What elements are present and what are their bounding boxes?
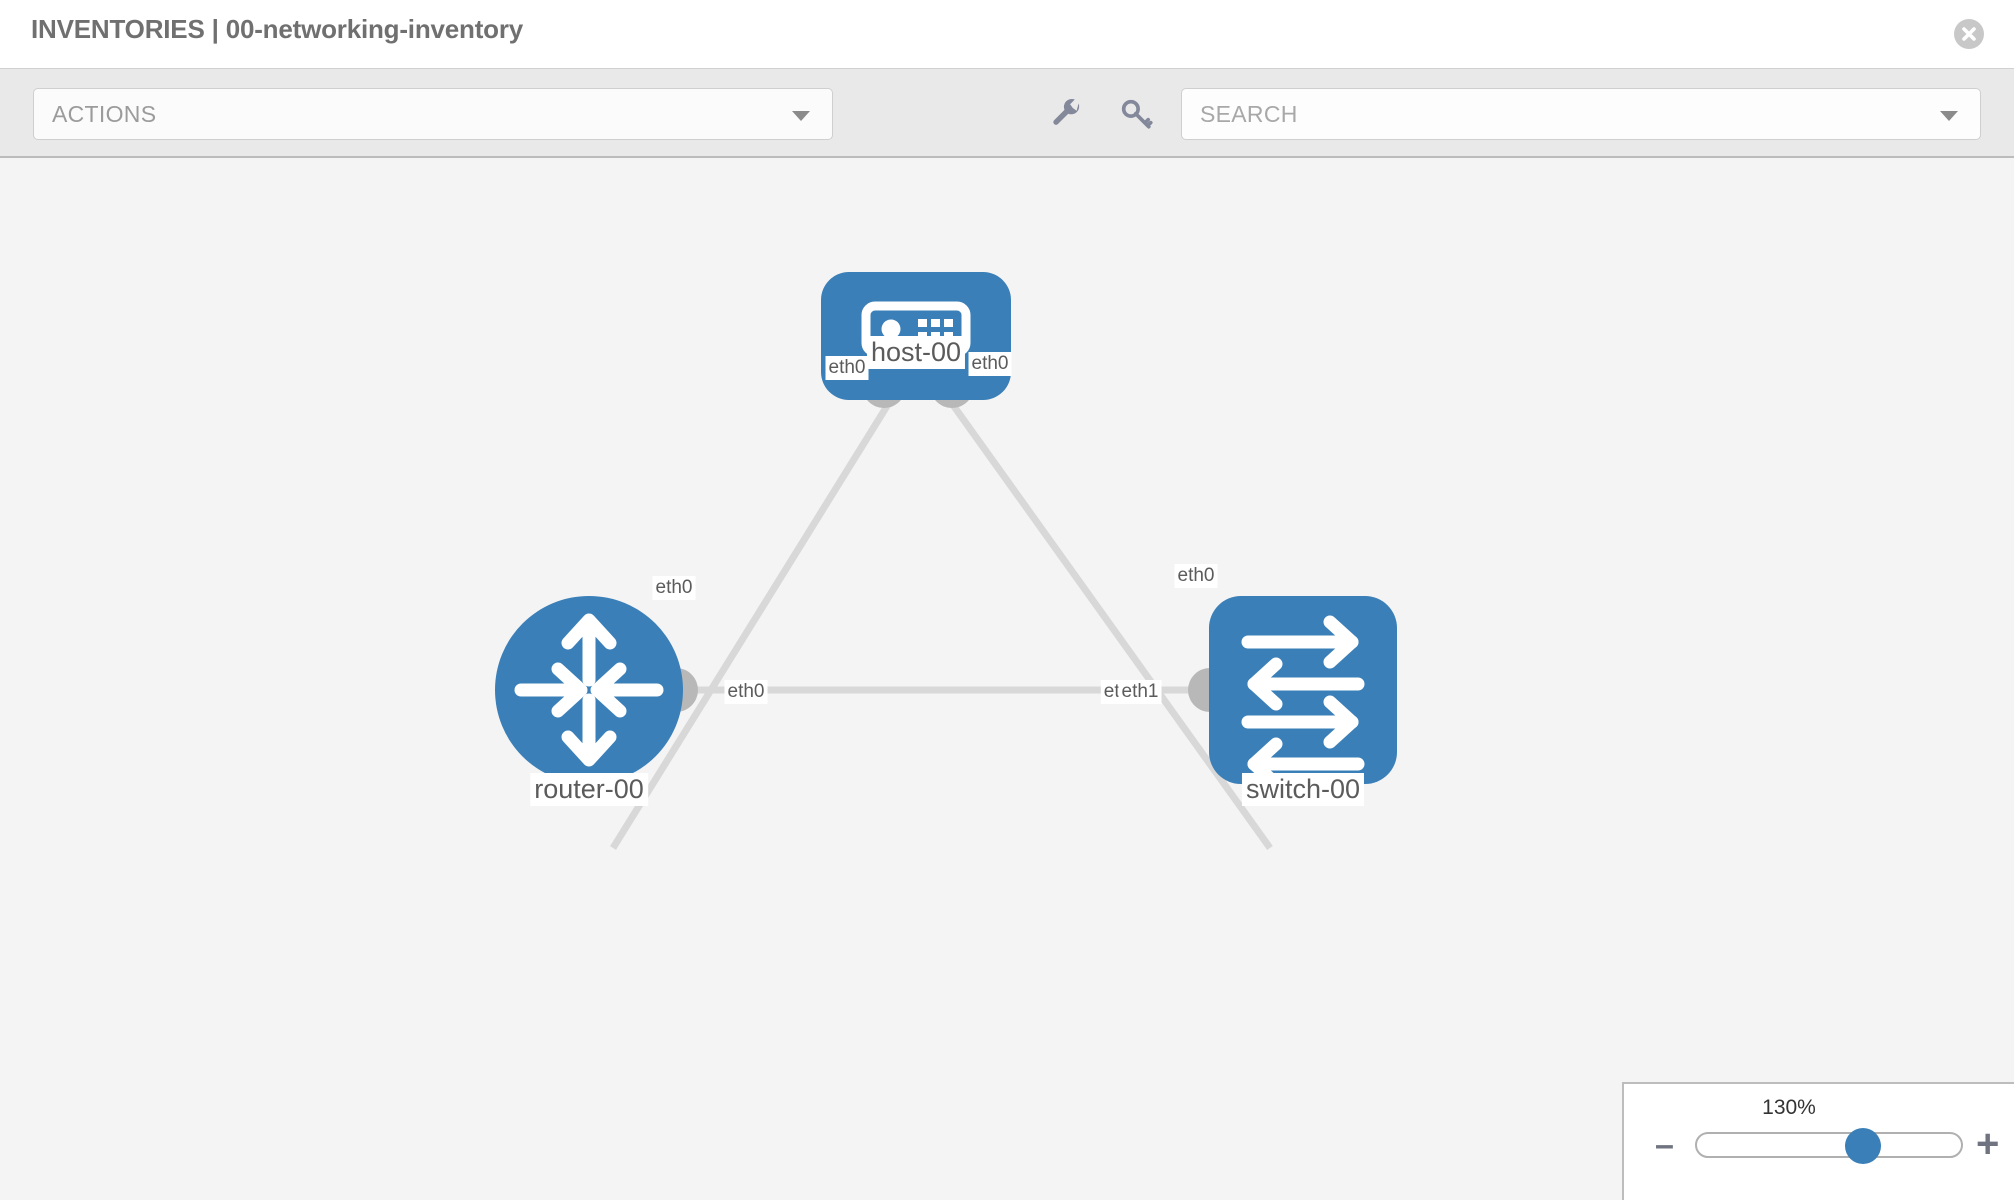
zoom-level-label: 130% bbox=[1762, 1096, 1816, 1119]
chevron-down-icon bbox=[792, 111, 810, 121]
node-label-switch-00: switch-00 bbox=[1241, 773, 1365, 806]
topology-links bbox=[610, 395, 1273, 851]
node-switch-00 bbox=[1209, 596, 1397, 791]
four-arrows-icon bbox=[514, 613, 664, 767]
page-header: INVENTORIES | 00-networking-inventory bbox=[0, 0, 2014, 68]
chevron-down-icon[interactable] bbox=[1940, 111, 1958, 121]
link-host-router bbox=[610, 396, 895, 850]
wrench-icon[interactable] bbox=[1050, 97, 1084, 131]
close-icon[interactable] bbox=[1954, 19, 1984, 49]
iface-label: eth0 bbox=[724, 680, 768, 704]
key-icon[interactable] bbox=[1119, 97, 1153, 131]
actions-dropdown-label: ACTIONS bbox=[52, 101, 157, 127]
zoom-slider-thumb[interactable] bbox=[1845, 1128, 1882, 1164]
actions-dropdown[interactable]: ACTIONS bbox=[33, 88, 833, 140]
search-input[interactable]: SEARCH bbox=[1181, 88, 1981, 140]
node-label-host-00: host-00 bbox=[866, 336, 966, 369]
link-endpoints bbox=[654, 364, 1254, 712]
iface-label: eth0 bbox=[1174, 564, 1218, 588]
zoom-out-button[interactable]: – bbox=[1655, 1126, 1674, 1164]
iface-label: eth0 bbox=[968, 352, 1012, 376]
data-exchange-icon bbox=[1241, 615, 1365, 791]
iface-label: eth0 bbox=[652, 576, 696, 600]
topology-canvas[interactable]: eth0 eth0 host-00 eth0 eth0 eth0 eth eth… bbox=[0, 158, 2014, 1200]
node-label-router-00: router-00 bbox=[530, 773, 648, 806]
node-router-00-shape bbox=[495, 596, 683, 784]
iface-label: eth1 bbox=[1118, 680, 1162, 704]
toolbar: ACTIONS SEARCH bbox=[0, 68, 2014, 158]
iface-label: eth0 bbox=[825, 356, 869, 380]
page-title: INVENTORIES | 00-networking-inventory bbox=[31, 14, 524, 44]
search-placeholder: SEARCH bbox=[1200, 101, 1298, 127]
zoom-in-button[interactable]: + bbox=[1976, 1122, 2000, 1166]
node-router-00 bbox=[495, 596, 683, 784]
zoom-control-panel: 130% – + bbox=[1622, 1082, 2014, 1200]
topology-graph bbox=[495, 272, 1397, 851]
link-host-switch bbox=[945, 395, 1273, 851]
zoom-slider-track[interactable] bbox=[1695, 1128, 1963, 1164]
